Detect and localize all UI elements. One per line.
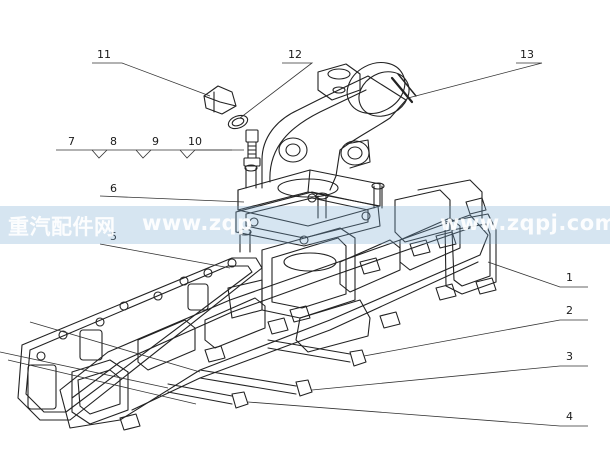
flange-plate	[237, 169, 381, 227]
watermark-brand: 重汽配件网	[8, 215, 116, 239]
stud-4	[167, 383, 249, 409]
callout-13: 13	[520, 48, 534, 61]
callout-5: 5	[110, 230, 117, 243]
leader-lines	[0, 62, 588, 427]
callout-labels: 11 12 13 7 8 9 10 6 5 1 2 3 4	[68, 48, 573, 423]
sensor-10	[243, 129, 261, 167]
manifold-gasket	[17, 257, 263, 421]
manifold-bolts	[119, 197, 497, 431]
flange-gasket	[235, 191, 381, 247]
watermark-band	[0, 206, 610, 244]
watermark-url-right: www.zqpj.com	[440, 211, 610, 235]
watermark-url-left: www.zqp	[142, 211, 253, 235]
manifold-body	[59, 179, 497, 429]
callout-12: 12	[288, 48, 302, 61]
callout-11: 11	[97, 48, 111, 61]
stud-2	[267, 339, 367, 367]
plug-11	[203, 85, 237, 115]
callout-8: 8	[110, 135, 117, 148]
flange-bolts	[238, 164, 385, 253]
callout-2: 2	[566, 304, 573, 317]
callout-7: 7	[68, 135, 75, 148]
callout-10: 10	[188, 135, 202, 148]
stud-3	[199, 369, 313, 397]
callout-6: 6	[110, 182, 117, 195]
callout-9: 9	[152, 135, 159, 148]
turbo-pedestal	[227, 227, 371, 353]
callout-4: 4	[566, 410, 573, 423]
seal-ring-12	[227, 114, 249, 130]
callout-1: 1	[566, 271, 573, 284]
elbow-outlet	[261, 62, 417, 191]
callout-3: 3	[566, 350, 573, 363]
